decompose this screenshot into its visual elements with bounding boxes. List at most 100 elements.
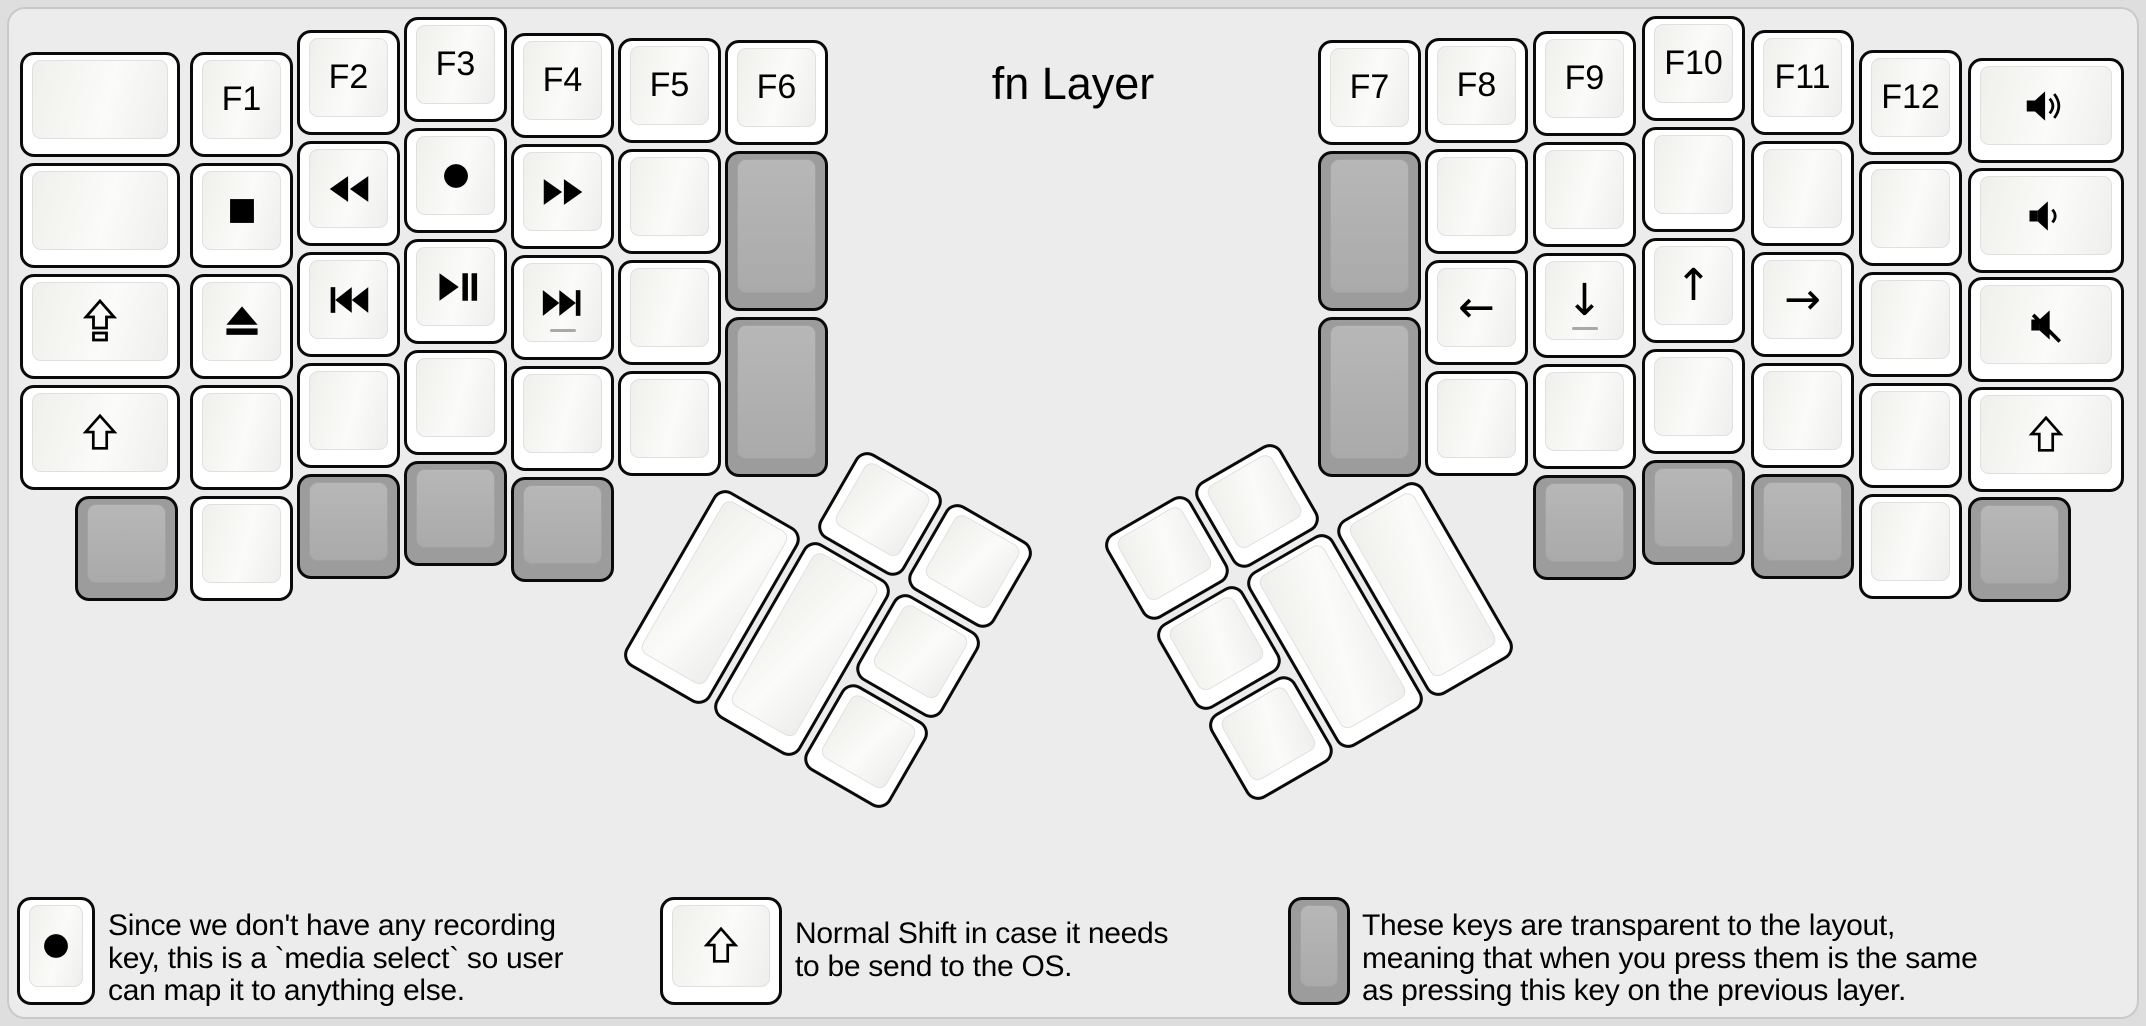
key-f1-surface: F1 (202, 60, 281, 139)
fast-forward-icon (540, 170, 586, 214)
key-transparent-r-tall1[interactable] (1318, 151, 1421, 311)
key-blank-l4[interactable] (297, 363, 400, 468)
key-transparent-r-tall2[interactable] (1318, 317, 1421, 477)
key-mute[interactable] (1968, 277, 2124, 382)
key-f1[interactable]: F1 (190, 52, 293, 157)
key-blank-r10[interactable] (1859, 272, 1962, 377)
homing-bar (549, 329, 576, 332)
key-blank-r1[interactable] (1425, 149, 1528, 254)
key-prev-track[interactable] (297, 252, 400, 357)
key-transparent-l-bottom1-surface (87, 504, 166, 583)
key-blank-l9[interactable] (618, 371, 721, 476)
legend-key-shift[interactable] (660, 897, 782, 1005)
key-f8[interactable]: F8 (1425, 38, 1528, 143)
key-f11-surface: F11 (1763, 38, 1842, 117)
key-transparent-l-bottom2[interactable] (297, 474, 400, 579)
rewind-icon (326, 167, 372, 211)
key-blank-r3[interactable] (1533, 142, 1636, 247)
key-blank-l9-surface (630, 379, 709, 458)
key-arrow-up[interactable]: ↑ (1642, 238, 1745, 343)
key-blank-l-bottom[interactable] (190, 496, 293, 601)
key-arrow-left[interactable]: ← (1425, 260, 1528, 365)
key-f2[interactable]: F2 (297, 30, 400, 135)
key-transparent-l-bottom4-surface (523, 485, 602, 564)
key-f5[interactable]: F5 (618, 38, 721, 143)
legend-key-media-select[interactable] (17, 897, 95, 1005)
key-blank-r5[interactable] (1642, 127, 1745, 232)
key-stop-surface (202, 171, 281, 250)
key-eject[interactable] (190, 274, 293, 379)
key-blank-l1-surface (32, 60, 168, 139)
key-transparent-r-bottom4-surface (1980, 505, 2059, 584)
key-blank-r2[interactable] (1425, 371, 1528, 476)
key-f12[interactable]: F12 (1859, 50, 1962, 155)
key-f11[interactable]: F11 (1751, 30, 1854, 135)
key-play-pause[interactable] (404, 239, 507, 344)
key-f9[interactable]: F9 (1533, 31, 1636, 136)
key-rewind-surface (309, 149, 388, 228)
shift-icon (77, 410, 123, 456)
mute-icon (2022, 303, 2070, 347)
key-blank-r8-surface (1763, 371, 1842, 450)
key-blank-r8[interactable] (1751, 363, 1854, 468)
key-transparent-l-tall1-surface (737, 159, 816, 293)
key-transparent-r-bottom3[interactable] (1751, 474, 1854, 579)
key-transparent-r-bottom3-surface (1763, 482, 1842, 561)
key-f7[interactable]: F7 (1318, 40, 1421, 145)
key-transparent-l-bottom1[interactable] (75, 496, 178, 601)
key-f5-surface: F5 (630, 46, 709, 125)
key-blank-l5[interactable] (404, 350, 507, 455)
key-blank-l3[interactable] (190, 385, 293, 490)
key-blank-l2[interactable] (20, 163, 180, 268)
key-blank-r11[interactable] (1859, 383, 1962, 488)
key-rewind[interactable] (297, 141, 400, 246)
key-transparent-r-bottom2[interactable] (1642, 460, 1745, 565)
stop-icon (220, 189, 264, 233)
legend-key-shift-surface (672, 905, 770, 987)
key-volume-up[interactable] (1968, 58, 2124, 163)
key-transparent-r-bottom1[interactable] (1533, 475, 1636, 580)
key-f10[interactable]: F10 (1642, 16, 1745, 121)
key-shift-right[interactable] (1968, 387, 2124, 492)
key-blank-r4[interactable] (1533, 364, 1636, 469)
key-arrow-right-surface: → (1763, 260, 1842, 339)
key-volume-down[interactable] (1968, 168, 2124, 273)
key-blank-r6[interactable] (1642, 349, 1745, 454)
key-fast-forward[interactable] (511, 144, 614, 249)
key-f4[interactable]: F4 (511, 33, 614, 138)
key-blank-r6-surface (1654, 357, 1733, 436)
key-transparent-r-bottom2-surface (1654, 468, 1733, 547)
legend-key-transparent[interactable] (1288, 897, 1350, 1005)
key-blank-r7[interactable] (1751, 141, 1854, 246)
key-stop[interactable] (190, 163, 293, 268)
key-arrow-right[interactable]: → (1751, 252, 1854, 357)
key-blank-l2-surface (32, 171, 168, 250)
key-f12-label: F12 (1881, 78, 1940, 116)
key-blank-l8[interactable] (618, 260, 721, 365)
legend-key-media-select-surface (29, 905, 83, 987)
key-f3[interactable]: F3 (404, 17, 507, 122)
key-record[interactable] (404, 128, 507, 233)
key-transparent-l-tall2[interactable] (725, 317, 828, 477)
key-prev-track-surface (309, 260, 388, 339)
key-transparent-l-tall1[interactable] (725, 151, 828, 311)
key-caps-lock[interactable] (20, 274, 180, 379)
key-transparent-r-bottom4[interactable] (1968, 497, 2071, 602)
key-blank-l7[interactable] (618, 149, 721, 254)
key-blank-l7-surface (630, 157, 709, 236)
key-next-track[interactable] (511, 255, 614, 360)
record-icon (434, 154, 478, 198)
key-transparent-l-bottom3[interactable] (404, 461, 507, 566)
key-shift-left[interactable] (20, 385, 180, 490)
key-f6[interactable]: F6 (725, 40, 828, 145)
key-blank-r9[interactable] (1859, 161, 1962, 266)
key-blank-l6[interactable] (511, 366, 614, 471)
key-transparent-r-tall1-surface (1330, 159, 1409, 293)
key-f7-label: F7 (1349, 68, 1390, 106)
key-transparent-l-bottom4[interactable] (511, 477, 614, 582)
key-blank-l1[interactable] (20, 52, 180, 157)
key-arrow-down[interactable]: ↓ (1533, 253, 1636, 358)
key-caps-lock-surface (32, 282, 168, 361)
record-icon (34, 924, 78, 968)
key-blank-r-bottom[interactable] (1859, 494, 1962, 599)
